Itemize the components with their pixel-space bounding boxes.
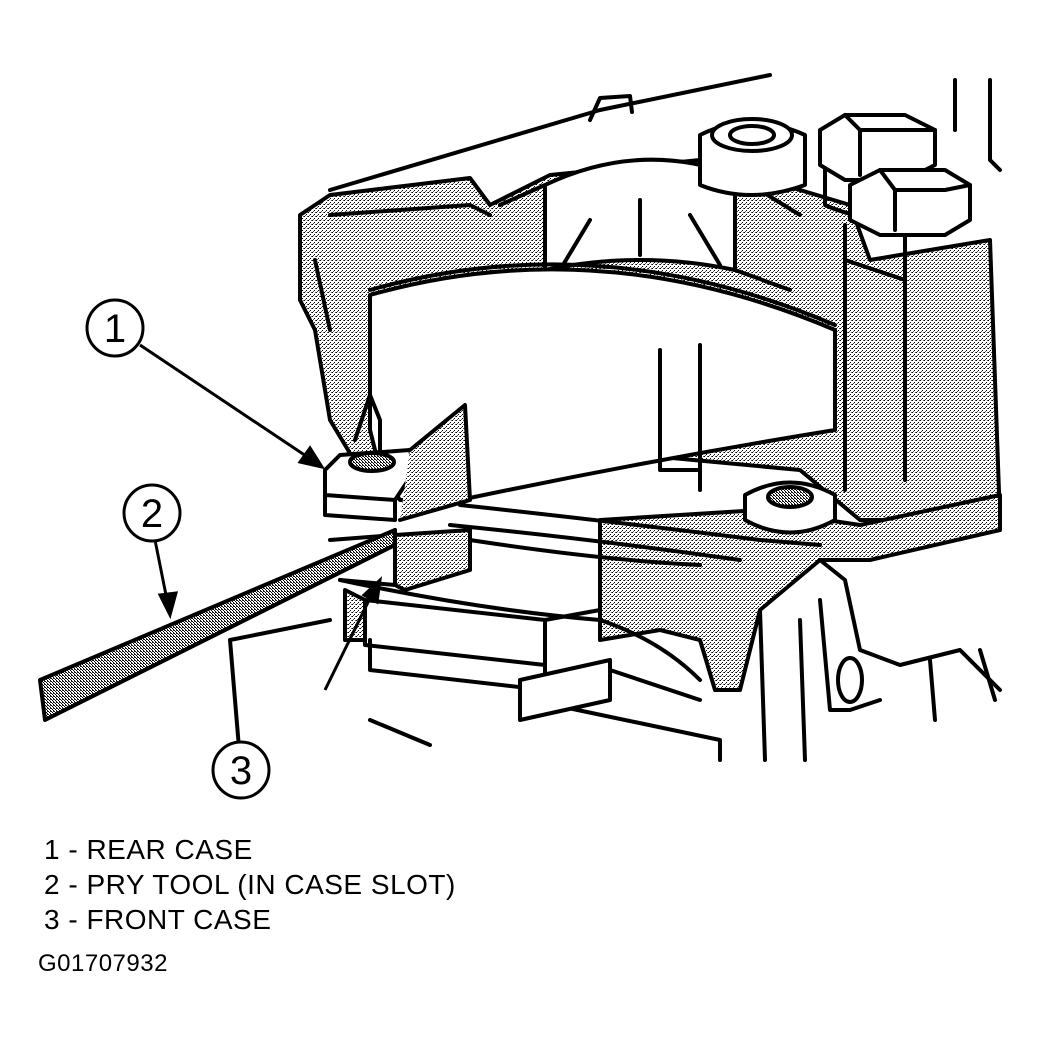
callout-2-number: 2: [141, 492, 163, 536]
exploded-view-diagram: 1 2 3: [38, 73, 1002, 800]
callout-1-number: 1: [104, 307, 126, 351]
callout-3-leader: [323, 587, 377, 691]
callout-2-arrowhead: [157, 591, 179, 620]
upper-housing-edge: [328, 73, 1002, 192]
callout-2-circle: [122, 483, 182, 543]
legend-item-rear-case: 1 - REAR CASE: [44, 834, 253, 865]
front-case-lower: [228, 578, 722, 762]
main-housing: [368, 262, 837, 502]
pry-tool: [38, 528, 397, 722]
parts-legend: 1 - REAR CASE 2 - PRY TOOL (IN CASE SLOT…: [44, 832, 456, 937]
callout-1-circle: [85, 298, 145, 358]
callout-3-arrowhead: [361, 576, 383, 605]
bolt-boss-right: [743, 480, 837, 535]
callout-3-circle: [211, 740, 271, 800]
callout-1-arrowhead: [297, 445, 326, 470]
figure-id: G01707932: [38, 950, 168, 977]
legend-item-front-case: 3 - FRONT CASE: [44, 904, 272, 935]
callout-1-leader: [139, 343, 316, 464]
legend-item-pry-tool: 2 - PRY TOOL (IN CASE SLOT): [44, 869, 456, 900]
callout-3-number: 3: [230, 749, 252, 793]
front-case-lug: [328, 528, 472, 592]
rear-case-lug: [323, 393, 472, 522]
support-blocks: [363, 598, 612, 722]
lower-right-housing: [598, 493, 1002, 762]
case-seam: [448, 503, 822, 567]
hex-bolt-right: [843, 168, 972, 492]
hex-bolt-left: [698, 117, 807, 197]
